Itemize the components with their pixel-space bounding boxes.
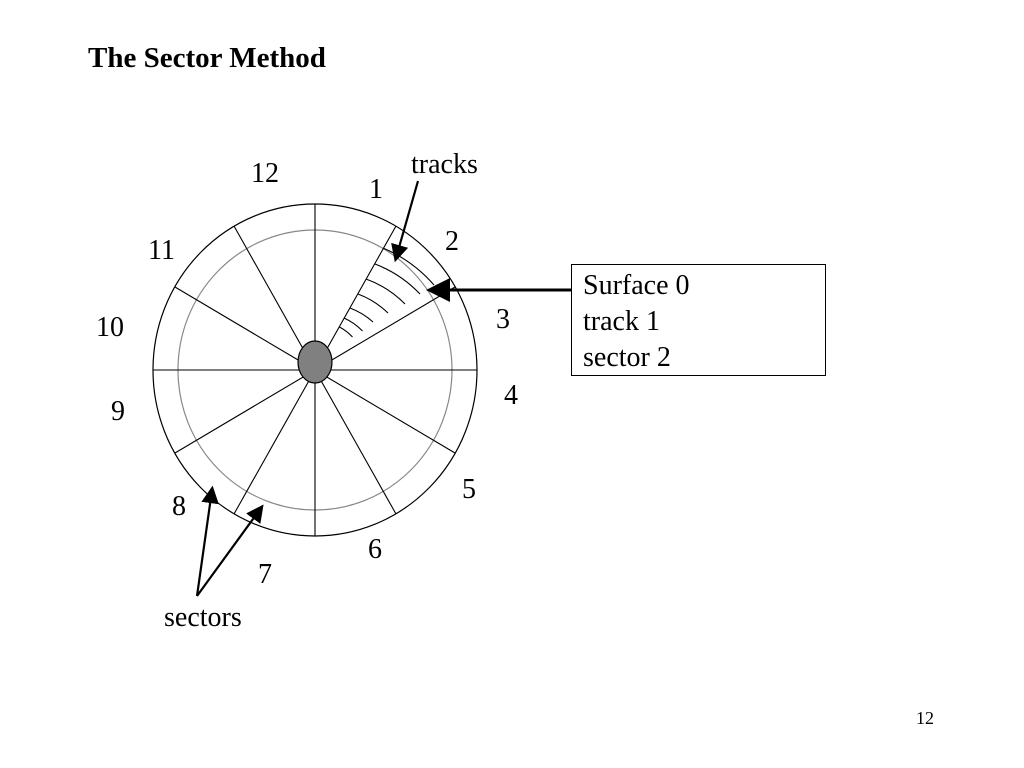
sector-dividers xyxy=(153,204,477,536)
track-arc xyxy=(365,278,406,305)
track-arc xyxy=(374,263,421,295)
track-arc xyxy=(339,326,353,338)
sector-number-1: 1 xyxy=(369,174,383,205)
sector-number-9: 9 xyxy=(111,396,125,427)
track-arc xyxy=(349,307,374,323)
slide-title: The Sector Method xyxy=(88,42,326,74)
sectors-label: sectors xyxy=(164,602,242,633)
sectors-arrow xyxy=(196,504,264,597)
track-arc xyxy=(343,317,363,332)
track-arc xyxy=(357,293,389,314)
sector-divider xyxy=(314,369,456,454)
sector-divider xyxy=(314,286,456,371)
disk-hub xyxy=(297,340,333,384)
sector-number-10: 10 xyxy=(96,312,124,343)
sector-divider xyxy=(233,369,316,515)
sector-number-2: 2 xyxy=(445,226,459,257)
sector-number-12: 12 xyxy=(251,158,279,189)
tracks-label: tracks xyxy=(411,149,478,180)
track-arcs xyxy=(339,247,435,338)
surface-track-sector-box: Surface 0 track 1 sector 2 xyxy=(571,264,826,376)
info-sector: sector 2 xyxy=(583,342,671,373)
sector-number-4: 4 xyxy=(504,380,518,411)
sector-number-8: 8 xyxy=(172,491,186,522)
info-track: track 1 xyxy=(583,306,660,337)
sector-divider xyxy=(314,369,397,515)
sectors-arrow xyxy=(195,485,219,597)
sector-divider xyxy=(233,225,316,371)
sector-number-3: 3 xyxy=(496,304,510,335)
sector-number-11: 11 xyxy=(148,235,175,266)
page-number: 12 xyxy=(916,708,934,728)
sector-number-7: 7 xyxy=(258,559,272,590)
info-surface: Surface 0 xyxy=(583,270,690,301)
sector-number-6: 6 xyxy=(368,534,382,565)
tracks-arrow xyxy=(391,180,420,263)
sector-divider xyxy=(174,369,316,454)
sector-numbers: 12 1 2 3 4 5 6 7 8 9 10 11 xyxy=(96,158,518,590)
sector-number-5: 5 xyxy=(462,474,476,505)
sector-divider xyxy=(314,225,397,371)
sector-divider xyxy=(174,286,316,371)
